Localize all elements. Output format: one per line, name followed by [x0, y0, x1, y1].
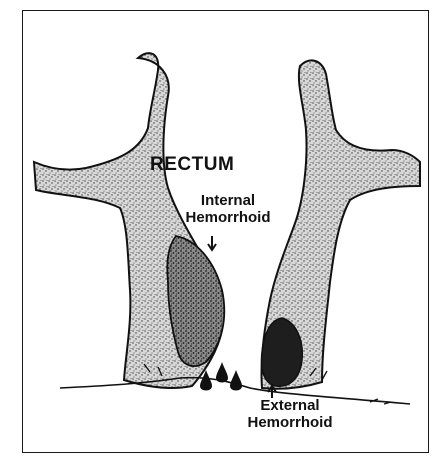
- internal-hemorrhoid-label-line2: Hemorrhoid: [170, 209, 286, 226]
- external-hemorrhoid-label-line1: External: [232, 397, 348, 414]
- internal-hemorrhoid-label-line1: Internal: [170, 192, 286, 209]
- external-hemorrhoid-label-line2: Hemorrhoid: [232, 414, 348, 431]
- rectum-label: RECTUM: [150, 154, 234, 176]
- blood-drop: [230, 370, 242, 391]
- internal-hemorrhoid-mass: [167, 236, 224, 366]
- internal-hemorrhoid-label: Internal Hemorrhoid: [170, 192, 286, 227]
- internal-pointer-arrow: [208, 236, 216, 250]
- external-hemorrhoid-label: External Hemorrhoid: [232, 397, 348, 432]
